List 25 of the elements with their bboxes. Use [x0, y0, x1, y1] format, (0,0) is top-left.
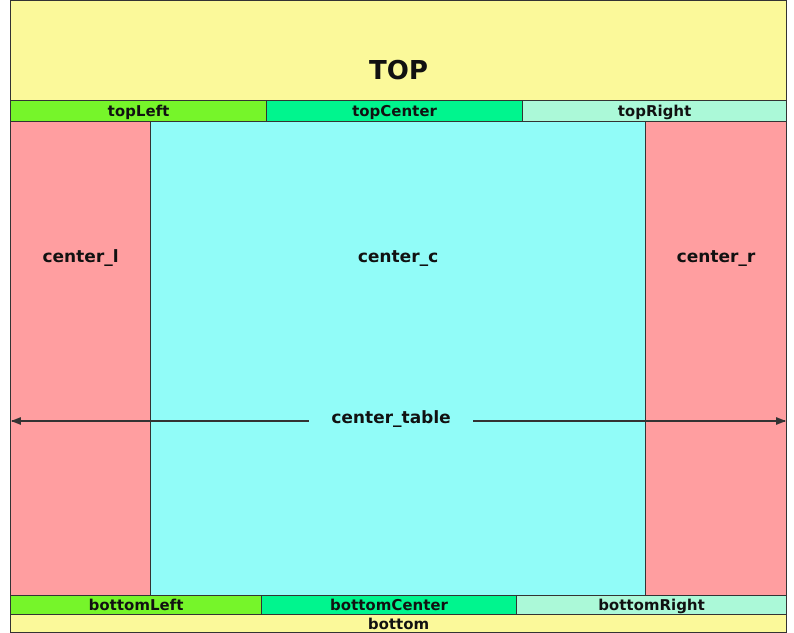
side-panel: [10, 121, 151, 596]
region-label: topLeft: [106, 102, 170, 120]
region-bar: [266, 100, 523, 122]
center-panel: [150, 121, 646, 596]
header-band: [10, 0, 787, 101]
region-label: bottomCenter: [329, 596, 449, 614]
side-panel: [645, 121, 787, 596]
region-label: center_l: [41, 247, 120, 267]
region-bar: [261, 595, 517, 615]
region-label: bottomLeft: [88, 596, 184, 614]
region-label: TOP: [368, 56, 429, 86]
region-label: topCenter: [351, 102, 438, 120]
region-bar: [516, 595, 787, 615]
region-label: topRight: [616, 102, 692, 120]
region-bar: [522, 100, 787, 122]
region-label: center_table: [321, 408, 461, 432]
region-label: center_c: [356, 247, 440, 267]
arrow: [473, 417, 786, 425]
region-bar: [10, 595, 262, 615]
region-bar: [10, 100, 267, 122]
region-label: bottom: [366, 615, 430, 633]
footer-band: [10, 614, 787, 633]
arrow: [11, 417, 309, 425]
region-label: center_r: [676, 247, 756, 267]
region-label: bottomRight: [597, 596, 706, 614]
